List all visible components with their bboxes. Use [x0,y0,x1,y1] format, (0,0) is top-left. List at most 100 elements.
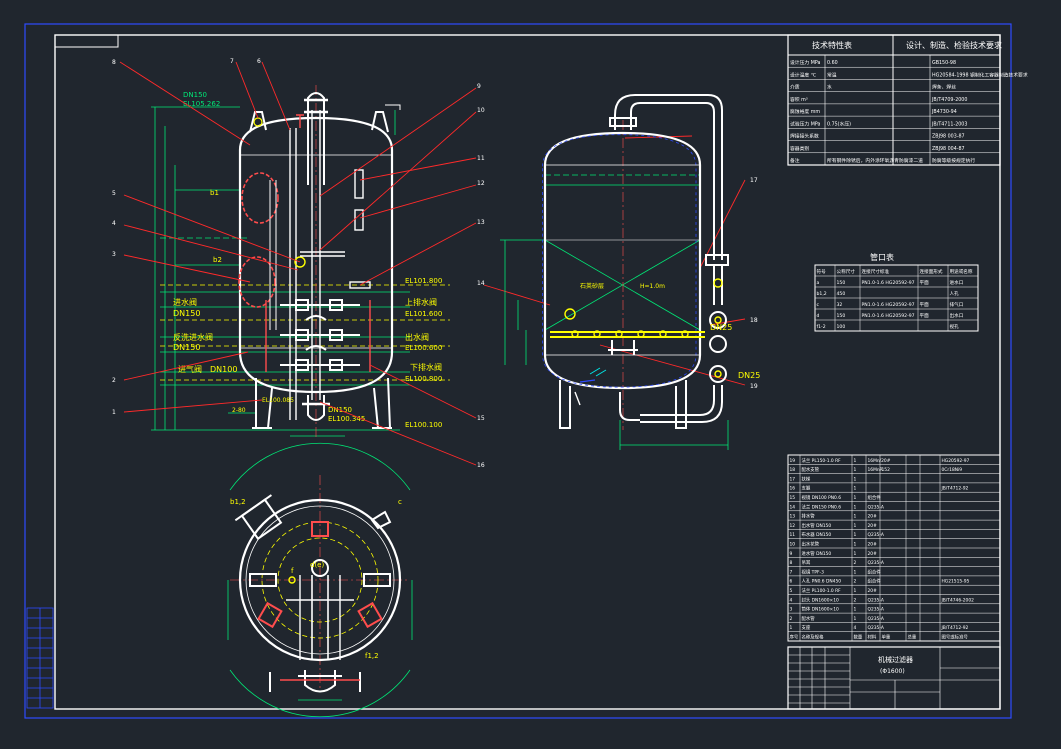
upper-valve-label: 进水阀 [173,297,197,307]
bom-cell: 1 [854,588,857,594]
left-small-el: EL100.085 [262,397,294,404]
nozzle-cell: 排气口 [950,301,964,308]
outer-border [24,23,1012,719]
bom-cell: 1 [854,542,857,548]
balloon-18: 18 [750,317,758,324]
bom-cell: 152 [882,467,891,473]
bom-cell: Q235-A [868,616,884,622]
bom-cell: 5 [790,588,793,594]
bom-header-cell: 图号或标准号 [942,634,969,641]
bom-cell: 1 [854,467,857,473]
nozzle-header-cell: 连接面形式 [920,268,943,275]
bom-cell: 20# [868,514,878,520]
tech-row-standard: ZBJ98 004-87 [932,146,965,152]
balloon-19: 19 [750,383,758,390]
bom-cell: 17 [790,476,796,482]
bom-cell: 组合件 [868,568,882,575]
nozzle-cell: 平面 [920,313,930,319]
nozzle-cell: d [817,313,820,319]
bom-cell: 进水管 DN150 [802,550,832,557]
bom-cell: 1 [854,504,857,510]
bom-cell: 封头 DN1600×10 [802,596,839,603]
bom-cell: 2 [854,597,857,603]
bom-cell: 视镜 DN100 PN0.6 [802,494,842,501]
bom-cell: HG20592-97 [942,458,970,464]
base-el: EL100.100 [405,421,442,429]
bom-cell: 20# [868,542,878,548]
bom-cell: 3 [790,607,793,613]
bom-cell: 1 [854,532,857,538]
tech-row-key: 腐蚀裕度 mm [790,108,820,115]
bom-cell: 出水管 DN150 [802,522,832,529]
bom-cell: 法兰 PL150-1.0 RF [802,457,842,464]
plan-b12: b1,2 [230,498,246,506]
tech-row-standard: ZBJ98 003-87 [932,134,965,140]
nozzle-title: 管口表 [870,252,894,262]
tech-row-standard: JB4730-94 [931,109,957,115]
bom-cell: 19 [790,458,796,464]
tech-row-standard: GB150-98 [932,60,956,66]
bom-cell: 1 [854,495,857,501]
label-b2: b2 [213,256,222,264]
bom-cell: 配水支管 [802,466,820,473]
bom-cell: 1 [854,616,857,622]
nozzle-cell: PN1.0-1.6 HG20592-97 [862,280,915,286]
bom-cell: 6 [790,579,793,585]
bom-cell: 1 [854,569,857,575]
tech-title-left: 技术特性表 [812,40,852,50]
balloon-10: 10 [477,107,485,114]
nozzle-cell: 进水口 [950,279,964,286]
nozzle-cell: 150 [837,280,846,286]
bom-cell: Q235-A [868,504,884,510]
balloon-14: 14 [477,280,485,287]
bom-cell: 法兰 PL100-1.0 RF [802,587,842,594]
tech-row-standard: 焊条、焊丝 [932,84,956,91]
bom-cell: 支座 [802,624,811,631]
bom-cell: Q235-A [868,560,884,566]
plan-view-labels: b1,2 c d(e) f f1,2 [230,498,402,660]
nozzle-cell: c [817,303,820,308]
bom-cell: 视镜 TPF-3 [802,568,825,575]
upper-valve-dn: DN150 [173,309,200,318]
front-view [151,85,450,440]
bom-cell: 1 [854,458,857,464]
bom-cell: 20# [868,523,878,529]
bom-cell: HG21515-95 [942,579,970,585]
nozzle-header-cell: 连接尺寸标准 [862,268,890,275]
bom-header-cell: 单重 [882,634,891,641]
bom-cell: 16MnR [868,467,883,473]
tech-row-value: 0.75(水压) [827,120,851,127]
bom-cell: 1 [854,607,857,613]
tech-title-right: 设计、制造、检验技术要求 [906,40,1002,50]
nozzle-cell: 视孔 [950,323,960,330]
plan-view [227,442,413,718]
tech-row-standard: JB/T4711-2003 [931,121,967,127]
bom-cell: 2 [854,579,857,585]
bom-cell: Q235-A [868,597,884,603]
label-b1: b1 [210,189,219,197]
bom-cell: 法兰 DN150 PN0.6 [802,503,842,510]
nozzle-header-cell: 公称尺寸 [837,268,856,275]
tech-row-value: 0.60 [827,60,838,66]
balloon-17: 17 [750,177,758,184]
title-block: 机械过滤器 (Φ1600) [787,646,1001,710]
bom-cell: 出水花管 [802,541,820,548]
right-mid-label: 出水阀 [405,332,429,342]
nozzle-cell: PN1.0-1.6 HG20592-97 [862,313,915,319]
nozzle-header-cell: 用途或名称 [950,268,973,275]
balloon-16: 16 [477,462,485,469]
balloon-7: 7 [230,58,234,65]
tech-row-key: 设计温度 ℃ [790,71,817,78]
right-mid-el: EL100.600 [405,344,442,352]
bom-header-cell: 数量 [854,634,863,641]
plan-f12: f1,2 [365,652,379,660]
bom-cell: 10 [790,542,796,548]
bom-cell: 1 [854,476,857,482]
bom-cell: 7 [790,569,793,575]
right-lower-label: 下排水阀 [410,362,442,372]
bom-cell: 1 [854,514,857,520]
